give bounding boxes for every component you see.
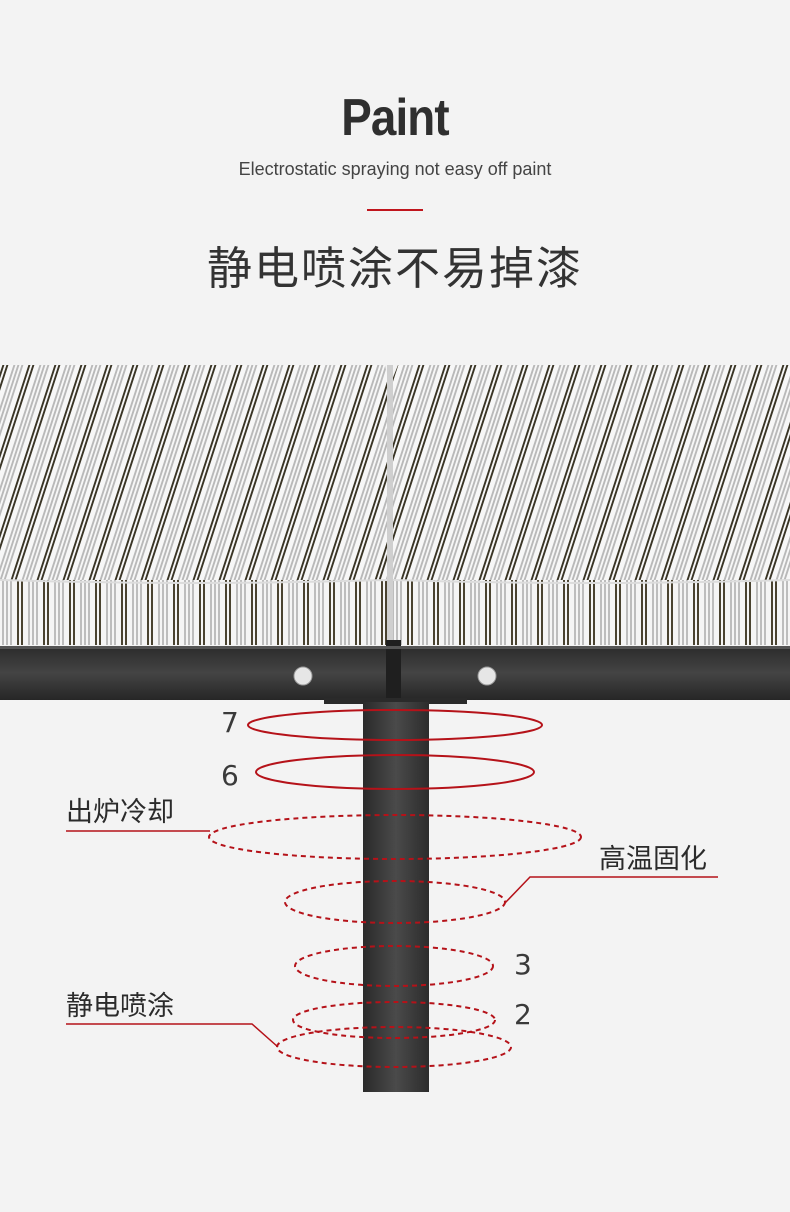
layer-ring-7 xyxy=(247,709,543,741)
bed-frame-rail xyxy=(0,640,790,704)
layer-ring-cooling xyxy=(208,814,582,860)
layer-ring-3 xyxy=(294,945,494,987)
layer-ring-2 xyxy=(292,1001,496,1039)
page-subtitle: Electrostatic spraying not easy off pain… xyxy=(238,159,552,179)
label-spraying: 静电喷涂 xyxy=(66,991,174,1022)
leader-curing xyxy=(504,876,718,904)
layer-number-3: 3 xyxy=(514,948,532,981)
leader-spraying xyxy=(66,1023,279,1048)
bed-leg xyxy=(363,702,429,1092)
mattress-left xyxy=(0,365,389,645)
label-cooling: 出炉冷却 xyxy=(66,797,174,828)
page-title: Paint xyxy=(341,89,449,147)
layer-ring-6 xyxy=(255,754,535,790)
bolt-icon xyxy=(293,666,313,686)
layer-number-7: 7 xyxy=(221,706,239,739)
layer-number-2: 2 xyxy=(514,998,532,1031)
bolt-icon xyxy=(477,666,497,686)
label-curing: 高温固化 xyxy=(599,844,707,875)
mattress-gap xyxy=(387,365,393,647)
accent-divider xyxy=(367,209,423,211)
mattress-right xyxy=(391,365,790,645)
leader-lines xyxy=(66,830,718,1048)
layer-number-6: 6 xyxy=(221,759,239,792)
chinese-heading: 静电喷涂不易掉漆 xyxy=(206,242,583,295)
